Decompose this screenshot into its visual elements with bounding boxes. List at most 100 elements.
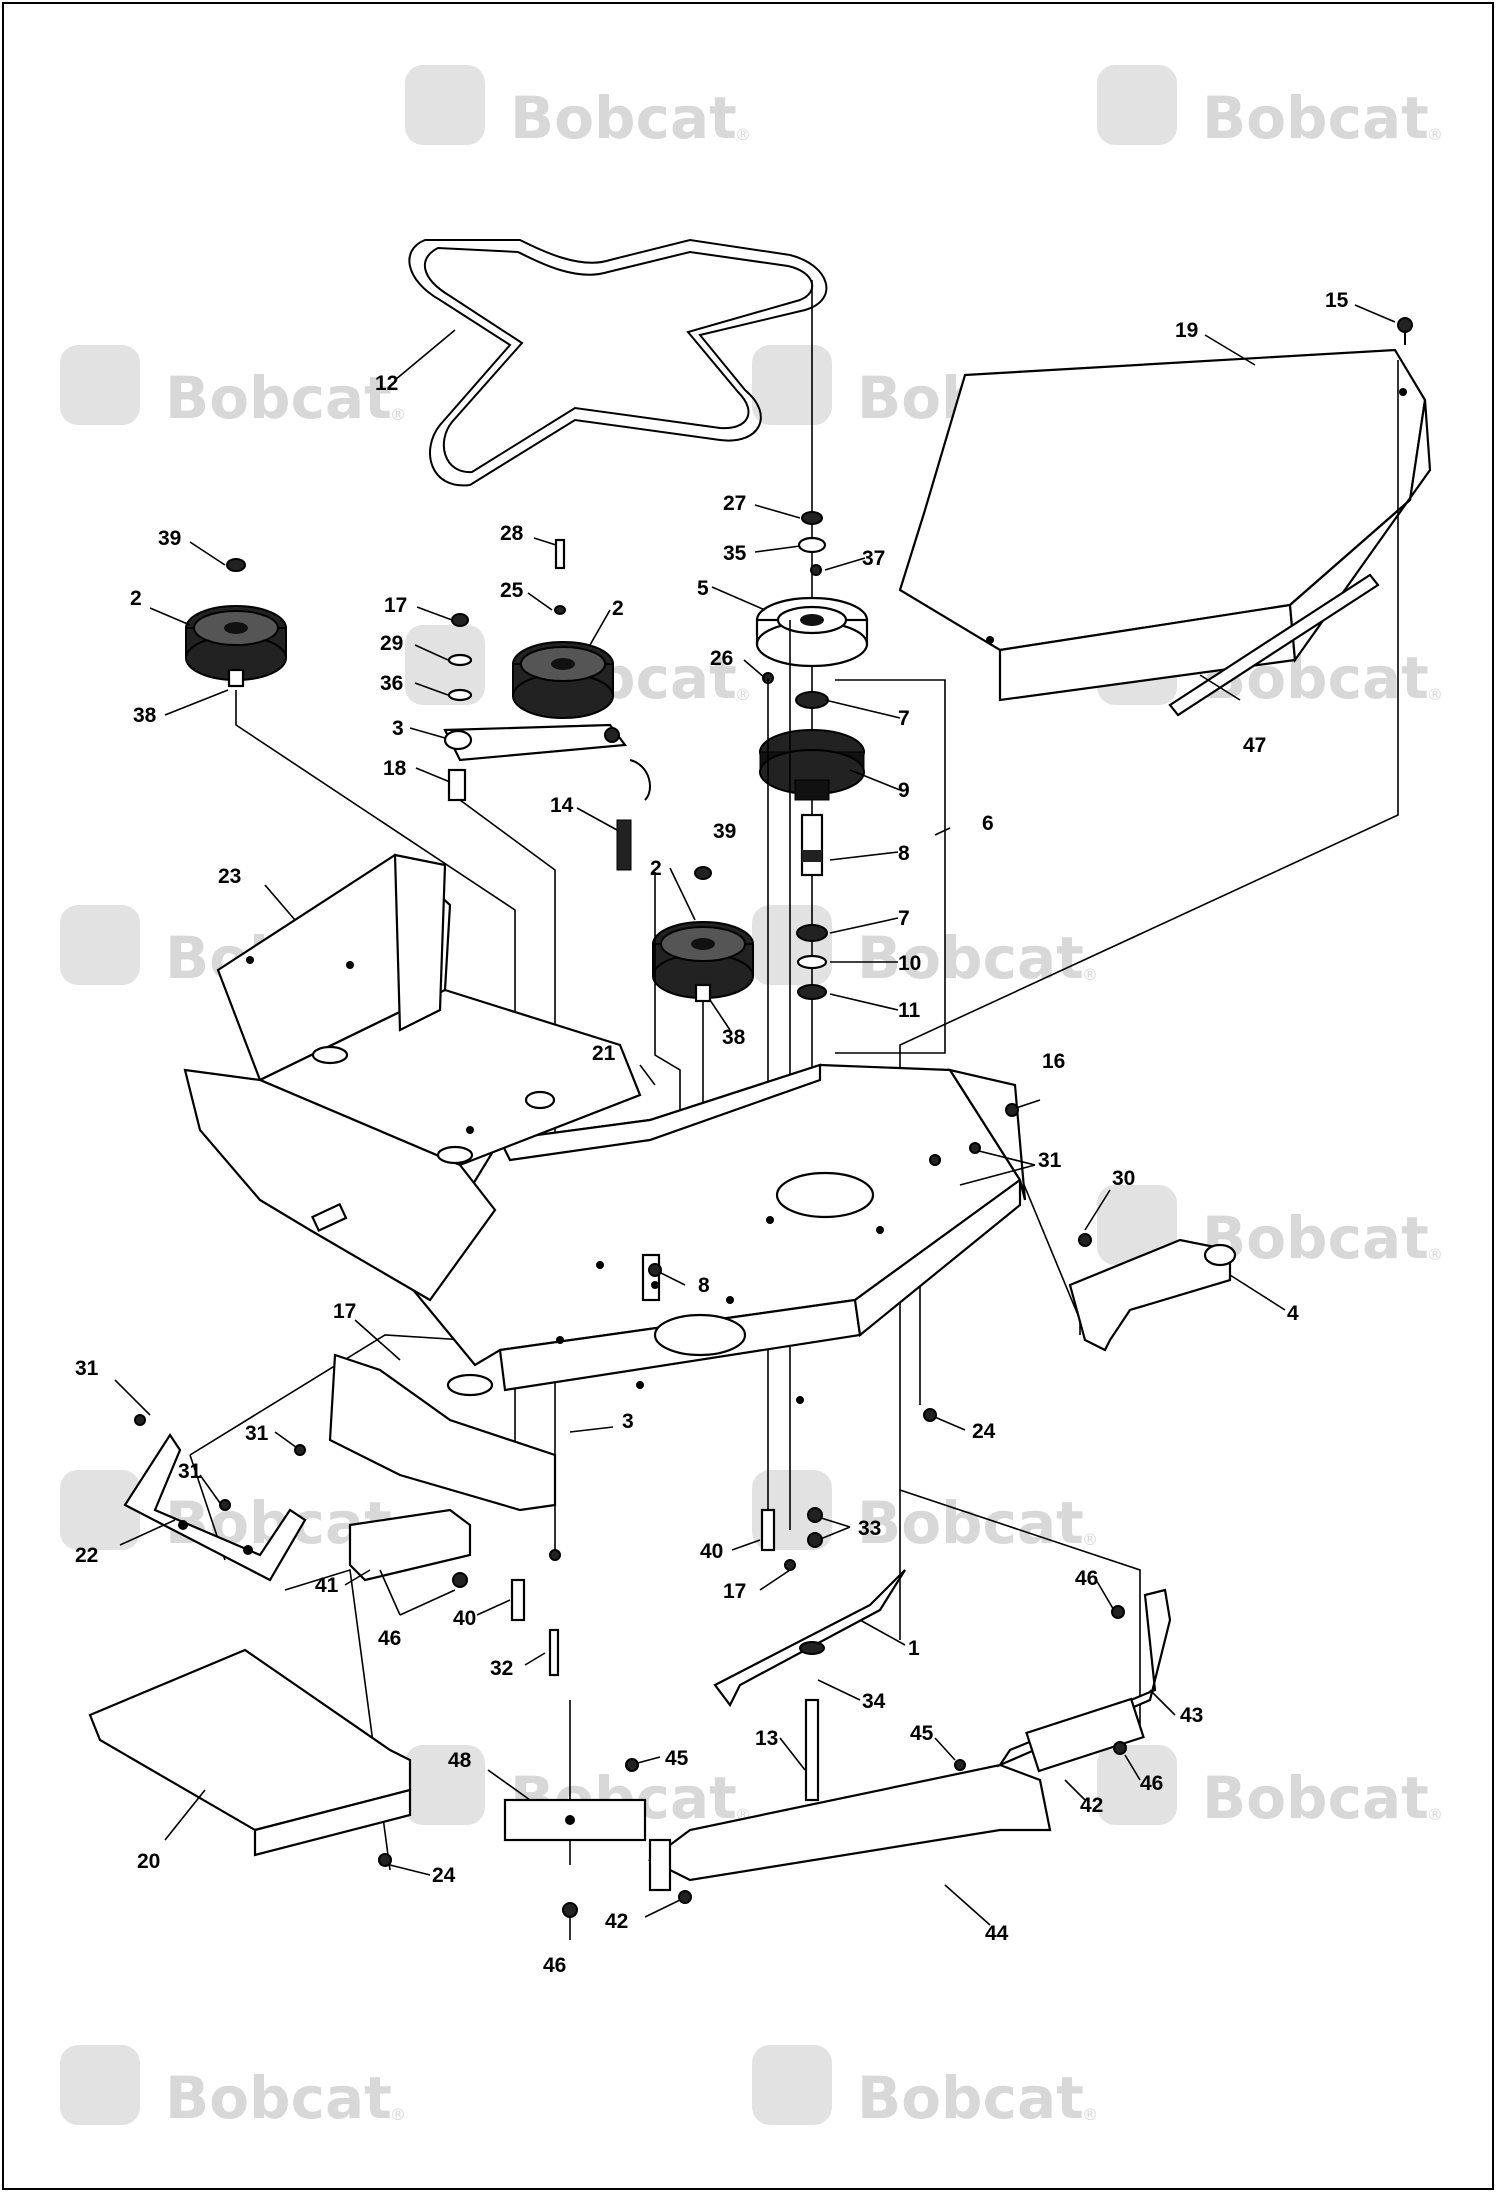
callout-46-right-upper: 46 — [1075, 1567, 1098, 1590]
callout-39-right: 39 — [713, 820, 736, 843]
watermark-logo: Bobcat® — [1097, 1745, 1443, 1832]
belt-cover — [898, 348, 1432, 702]
callout-1: 1 — [908, 1637, 920, 1660]
callout-10: 10 — [898, 952, 921, 975]
callout-36: 36 — [380, 672, 403, 695]
spindle-bracket-line — [835, 679, 946, 1054]
svg-text:Bobcat: Bobcat — [1202, 84, 1429, 152]
callout-6: 6 — [982, 812, 994, 835]
callout-24-left: 24 — [432, 1864, 456, 1887]
callout-48: 48 — [448, 1749, 472, 1772]
middle-idler-pulley — [447, 538, 614, 719]
front-hanger-bracket — [328, 1353, 557, 1512]
callout-25: 25 — [500, 579, 524, 602]
callout-44: 44 — [985, 1922, 1009, 1945]
callout-3-deck: 3 — [622, 1410, 634, 1433]
spindle-housing — [759, 691, 865, 1000]
svg-text:Bobcat: Bobcat — [510, 84, 737, 152]
watermark-logo: Bobcat® — [405, 65, 751, 152]
svg-text:®: ® — [735, 125, 751, 144]
callout-38-right: 38 — [722, 1026, 746, 1049]
callout-2-middle: 2 — [612, 597, 624, 620]
callout-45-right: 45 — [910, 1722, 934, 1745]
svg-text:®: ® — [1427, 1245, 1443, 1264]
idler-arm — [443, 723, 628, 802]
callout-11: 11 — [898, 999, 921, 1022]
watermark-logo: Bobcat® — [1097, 1185, 1443, 1272]
svg-text:®: ® — [1082, 965, 1098, 984]
callout-45-left: 45 — [665, 1747, 689, 1770]
callout-27: 27 — [723, 492, 746, 515]
callout-8-spindle: 8 — [898, 842, 910, 865]
callout-2-left: 2 — [130, 587, 142, 610]
svg-text:Bobcat: Bobcat — [165, 364, 392, 432]
callout-22: 22 — [75, 1544, 98, 1567]
callout-24-right: 24 — [972, 1420, 996, 1443]
callout-7-upper: 7 — [898, 707, 910, 730]
callout-32: 32 — [490, 1657, 513, 1680]
baffle-clamp-left — [503, 1798, 672, 1892]
spindle-bolt — [804, 1698, 820, 1802]
callout-46-right-lower: 46 — [1140, 1772, 1163, 1795]
callout-31-upper-right: 31 — [1038, 1149, 1062, 1172]
callout-39-left: 39 — [158, 527, 181, 550]
callout-21: 21 — [592, 1042, 616, 1065]
svg-text:Bobcat: Bobcat — [857, 1489, 1084, 1557]
callout-7-lower: 7 — [898, 907, 910, 930]
callout-labels: 12 15 19 27 35 37 5 26 7 9 8 7 10 11 6 4… — [75, 289, 1349, 1977]
seal-strip — [1168, 573, 1380, 717]
callout-26: 26 — [710, 647, 733, 670]
watermark-logo: Bobcat® — [752, 1470, 1098, 1557]
hardware-dots — [134, 1103, 1127, 1918]
callout-17-lower: 17 — [723, 1580, 746, 1603]
svg-text:®: ® — [1427, 1805, 1443, 1824]
callout-31-left-1: 31 — [75, 1357, 99, 1380]
watermark-logo: Bobcat® — [1097, 65, 1443, 152]
callout-34: 34 — [862, 1690, 886, 1713]
callout-35: 35 — [723, 542, 747, 565]
callout-5: 5 — [697, 577, 709, 600]
svg-text:Bobcat: Bobcat — [857, 924, 1084, 992]
callout-20: 20 — [137, 1850, 160, 1873]
callout-12: 12 — [375, 372, 398, 395]
callout-38-left: 38 — [133, 704, 157, 727]
svg-text:Bobcat: Bobcat — [1202, 1204, 1429, 1272]
baffle-clamp-right — [1025, 1697, 1145, 1773]
callout-40-center: 40 — [700, 1540, 723, 1563]
callout-2-right: 2 — [650, 857, 662, 880]
left-idler-pulley — [185, 558, 287, 688]
watermark-logo: Bobcat® — [752, 2045, 1098, 2132]
svg-text:Bobcat: Bobcat — [1202, 1764, 1429, 1832]
callout-33: 33 — [858, 1517, 881, 1540]
callout-42-left: 42 — [605, 1910, 628, 1933]
svg-text:®: ® — [390, 405, 406, 424]
callout-4: 4 — [1287, 1302, 1299, 1325]
callout-17-mid: 17 — [333, 1300, 356, 1323]
callout-29: 29 — [380, 632, 403, 655]
gearbox-housing — [183, 853, 642, 1302]
callout-8-deck: 8 — [698, 1274, 710, 1297]
svg-text:®: ® — [1427, 685, 1443, 704]
callout-28: 28 — [500, 522, 524, 545]
callout-43: 43 — [1180, 1704, 1203, 1727]
callout-42-right: 42 — [1080, 1794, 1103, 1817]
cover-screw — [1397, 317, 1413, 345]
watermark-logo: Bobcat® — [60, 2045, 406, 2132]
leader-lines — [114, 304, 1396, 1940]
callout-37: 37 — [862, 547, 885, 570]
left-hanger-bracket — [123, 1432, 307, 1582]
callout-17-upper: 17 — [384, 594, 407, 617]
callout-19: 19 — [1175, 319, 1198, 342]
callout-13: 13 — [755, 1727, 778, 1750]
callout-15: 15 — [1325, 289, 1349, 312]
blade — [713, 1569, 906, 1708]
anti-scalp-bracket — [1068, 1233, 1237, 1352]
right-idler-pulley — [652, 866, 754, 1003]
drive-belt — [408, 238, 828, 487]
watermark-logo: Bobcat® — [752, 905, 1098, 992]
svg-text:Bobcat: Bobcat — [165, 2064, 392, 2132]
deck-arm-left — [348, 1508, 472, 1588]
svg-text:®: ® — [1082, 1530, 1098, 1549]
callout-3-arm: 3 — [392, 717, 404, 740]
